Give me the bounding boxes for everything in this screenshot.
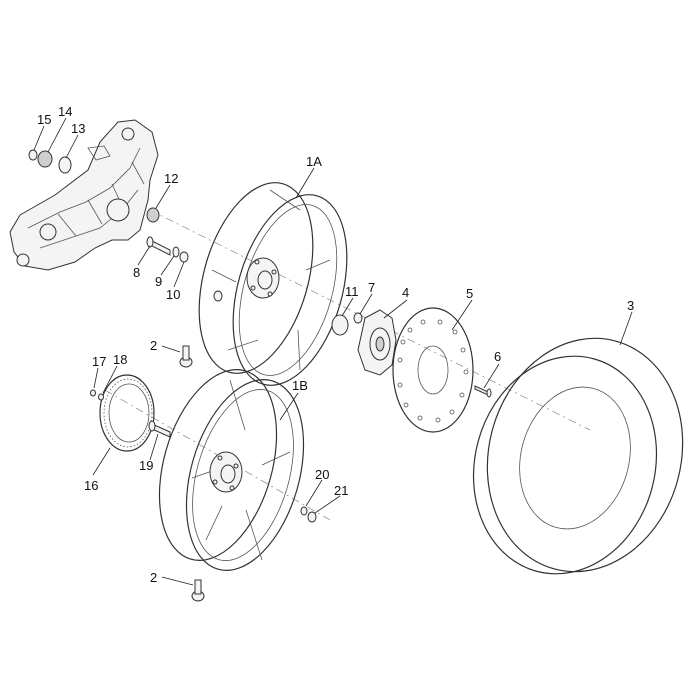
label-valve-lower: 2 xyxy=(150,570,157,585)
nut-7-shape xyxy=(353,312,363,324)
washer-18-shape xyxy=(98,393,104,401)
label-disc-screw: 6 xyxy=(494,349,501,364)
label-brake-disc: 5 xyxy=(466,286,473,301)
valve-lower xyxy=(191,579,205,602)
rim-upper-inner xyxy=(238,204,338,376)
label-tone-ring: 16 xyxy=(84,478,98,493)
tire-inner xyxy=(519,386,631,530)
rim-lower xyxy=(158,369,305,571)
hub-flange xyxy=(357,309,397,376)
washer-20-shape xyxy=(300,506,308,516)
bolt-8-head xyxy=(146,236,154,248)
rim-upper-outer-back xyxy=(198,182,314,374)
label-bracket-14: 14 xyxy=(58,104,72,119)
label-hub-flange: 4 xyxy=(402,285,409,300)
rim-lower-outer-front xyxy=(185,379,305,571)
bolt-assembly xyxy=(146,236,189,263)
brake-disc-outer xyxy=(392,307,474,433)
part-15-shape xyxy=(28,149,38,161)
label-rim-upper: 1A xyxy=(306,154,322,169)
bracket-hole-right xyxy=(106,198,130,222)
label-ring-washer: 18 xyxy=(113,352,127,367)
screw-17-shape xyxy=(90,389,96,397)
brake-disc xyxy=(392,307,474,433)
valve-upper-stem xyxy=(182,345,190,361)
tone-ring-inner xyxy=(108,383,150,443)
disc-screw xyxy=(474,385,492,398)
label-tire: 3 xyxy=(627,298,634,313)
rim-upper-valve-hole xyxy=(213,290,223,302)
label-lower-nut: 21 xyxy=(334,483,348,498)
spacer-and-nut xyxy=(331,312,363,336)
tire xyxy=(472,337,684,575)
bracket-small-parts xyxy=(28,149,160,223)
label-spacer: 11 xyxy=(345,284,359,299)
label-valve-upper: 2 xyxy=(150,338,157,353)
label-ring-screw: 17 xyxy=(92,354,106,369)
rim-upper xyxy=(198,182,348,386)
brake-disc-inner xyxy=(417,345,449,395)
label-nut: 10 xyxy=(166,287,180,302)
spacer-11-shape xyxy=(331,314,349,336)
tire-outer-front xyxy=(472,355,658,575)
bracket-hole-top xyxy=(121,127,135,141)
rim-upper-hub-center xyxy=(257,270,273,290)
tone-ring-outer xyxy=(99,374,155,452)
ring-screw-set xyxy=(90,389,104,401)
tone-ring xyxy=(99,374,155,452)
label-washer: 9 xyxy=(155,274,162,289)
part-14-shape xyxy=(37,150,53,168)
upper-axis-line xyxy=(149,209,591,431)
label-bracket-15: 15 xyxy=(37,112,51,127)
rim-upper-outer-front xyxy=(232,194,348,386)
part-labels: 3 5 6 4 7 11 1A 1B 12 8 9 10 13 14 15 2 … xyxy=(37,104,634,585)
part-13-shape xyxy=(58,156,72,174)
washer-9-shape xyxy=(172,246,180,258)
bracket-hole-left xyxy=(16,253,30,267)
rim-lower-inner xyxy=(192,389,294,561)
nut-10-shape xyxy=(179,251,189,263)
hub-bolt xyxy=(148,420,171,438)
valve-lower-stem xyxy=(194,579,202,595)
rim-lower-hub-center xyxy=(220,464,236,484)
valve-upper xyxy=(179,345,193,368)
tire-outer-back xyxy=(486,337,684,573)
leader-lines xyxy=(33,117,633,586)
label-small-nut: 7 xyxy=(368,280,375,295)
bearing-12-shape xyxy=(146,207,160,223)
label-lower-washer: 20 xyxy=(315,467,329,482)
label-bracket-13: 13 xyxy=(71,121,85,136)
label-hub-bolt: 19 xyxy=(139,458,153,473)
label-bearing-top: 12 xyxy=(164,171,178,186)
lower-washer-nut xyxy=(300,506,317,523)
swingarm-bracket xyxy=(9,119,159,271)
label-bolt: 8 xyxy=(133,265,140,280)
rim-lower-outer-back xyxy=(158,369,278,561)
label-rim-lower: 1B xyxy=(292,378,308,393)
bracket-hole-mid xyxy=(39,223,57,241)
nut-21-shape xyxy=(307,511,317,523)
